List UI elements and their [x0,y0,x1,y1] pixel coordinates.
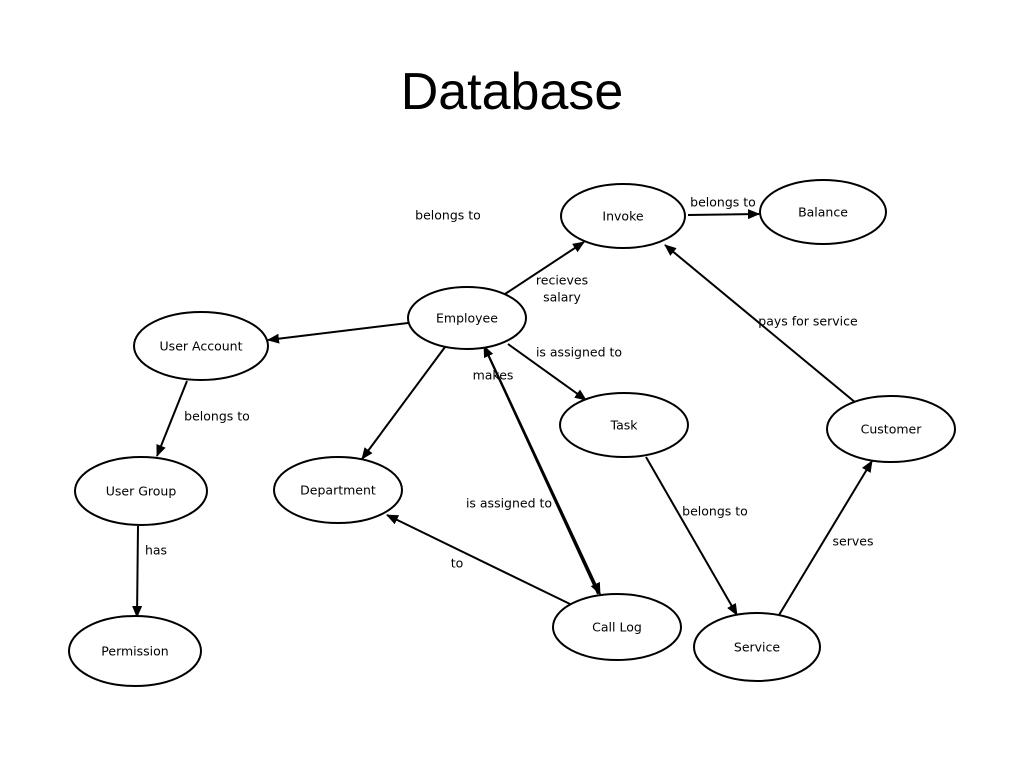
edge-invoke-to-balance [687,209,760,220]
node-label-user-group: User Group [106,484,177,499]
node-label-call-log: Call Log [592,620,642,635]
node-department: Department [273,456,403,524]
edge-user-account-to-user-group [156,380,188,457]
node-ellipse-user-group [74,456,208,526]
node-ellipse-permission [68,615,202,687]
edge-employee-to-invoke [504,241,585,295]
node-employee: Employee [407,286,527,350]
node-label-balance: Balance [798,205,848,220]
edge-user-group-to-permission [132,525,143,618]
edge-label-is-assigned-to: is assigned to [466,496,552,511]
edge-employee-to-department [361,346,446,460]
node-label-service: Service [734,640,781,655]
edge-employee-to-user-account [267,322,409,344]
node-task: Task [559,392,689,458]
node-ellipse-balance [759,179,887,245]
floating-label-belongs-to: belongs to [415,208,481,223]
edge-call-log-to-department [386,514,571,605]
node-user-group: User Group [74,456,208,526]
edge-label-belongs-to: belongs to [682,504,748,519]
edge-label-makes: makes [473,368,514,383]
edge-label-belongs-to: belongs to [184,409,250,424]
edge-label-to: to [451,556,464,571]
edges-layer [132,209,873,618]
edge-label-is-assigned-to: is assigned to [536,345,622,360]
edge-employee-to-call-log [486,351,601,595]
edge-employee-to-task [507,343,587,401]
node-call-log: Call Log [552,593,682,661]
node-customer: Customer [826,395,956,463]
edge-task-to-service [645,456,738,616]
node-user-account: User Account [133,311,269,381]
node-ellipse-employee [407,286,527,350]
node-service: Service [693,612,821,682]
node-label-permission: Permission [101,644,168,659]
node-label-task: Task [610,418,639,433]
node-balance: Balance [759,179,887,245]
edge-label-has: has [145,543,167,558]
node-label-customer: Customer [861,422,923,437]
node-ellipse-task [559,392,689,458]
edge-customer-to-invoke [664,244,857,404]
node-invoke: Invoke [560,183,686,249]
node-ellipse-invoke [560,183,686,249]
edge-label-belongs-to: belongs to [690,195,756,210]
node-ellipse-call-log [552,593,682,661]
node-label-invoke: Invoke [602,209,643,224]
node-label-user-account: User Account [160,339,243,354]
node-ellipse-service [693,612,821,682]
edge-service-to-customer [778,460,873,616]
node-ellipse-customer [826,395,956,463]
node-ellipse-user-account [133,311,269,381]
edge-label-pays-for-service: pays for service [758,314,858,329]
edge-label-serves: serves [833,534,874,549]
node-permission: Permission [68,615,202,687]
node-label-employee: Employee [436,311,498,326]
node-ellipse-department [273,456,403,524]
page-title: Database [400,63,624,121]
node-label-department: Department [300,483,376,498]
